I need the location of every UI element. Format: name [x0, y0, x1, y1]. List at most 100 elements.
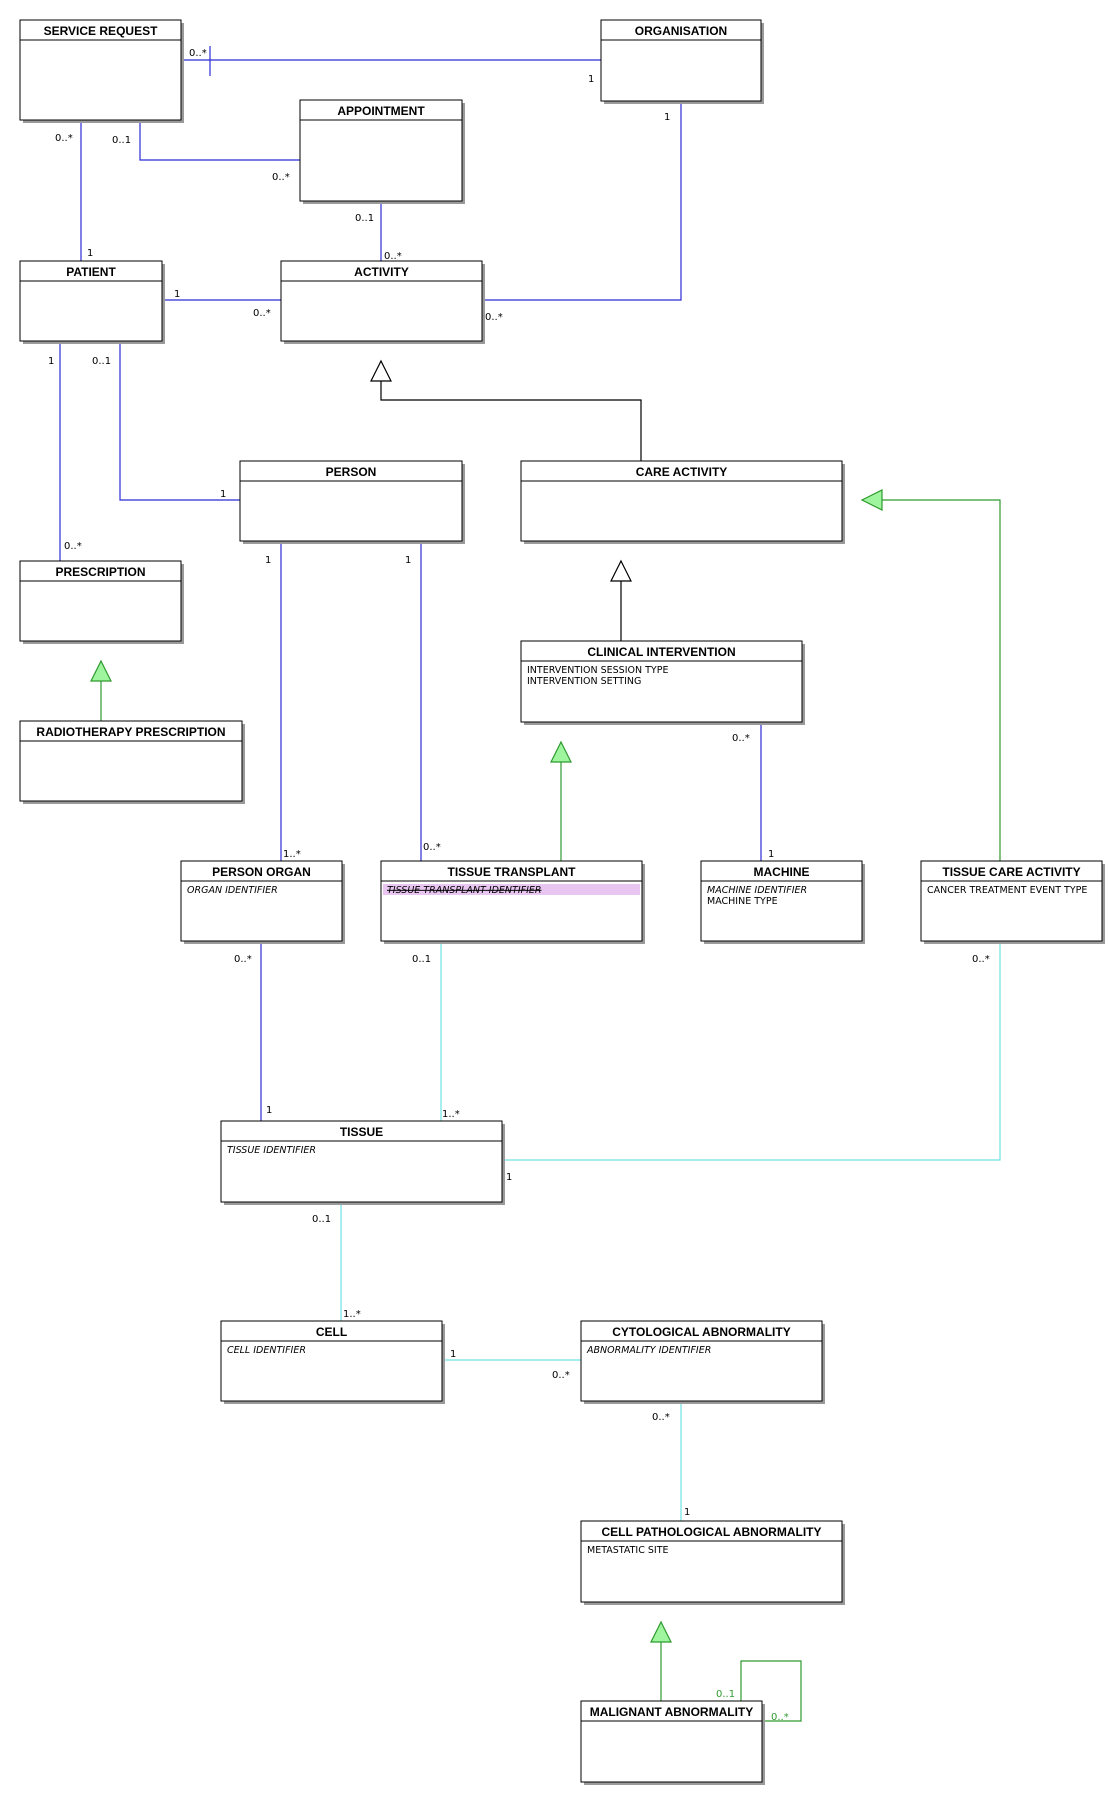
connector-service_request-appointment: [139, 120, 300, 161]
class-cell[interactable]: CELL CELL IDENTIFIER: [220, 1320, 445, 1404]
class-box[interactable]: [520, 640, 803, 723]
class-attribute: TISSUE IDENTIFIER: [227, 1145, 316, 1156]
multiplicity-to: 0..*: [272, 172, 290, 183]
class-box[interactable]: [180, 860, 343, 942]
class-box[interactable]: [19, 560, 182, 642]
class-cytological-abnormality[interactable]: CYTOLOGICAL ABNORMALITY ABNORMALITY IDENT…: [580, 1320, 825, 1404]
class-box[interactable]: [299, 99, 463, 202]
connector-layer: [59, 46, 1001, 1722]
class-tissue-care-activity[interactable]: TISSUE CARE ACTIVITY CANCER TREATMENT EVE…: [920, 860, 1105, 944]
class-title: CYTOLOGICAL ABNORMALITY: [612, 1325, 790, 1339]
class-box[interactable]: [220, 1120, 503, 1203]
connector-line[interactable]: [502, 941, 1001, 1161]
multiplicity-to: 1..*: [283, 849, 301, 860]
multiplicity-to: 1: [768, 849, 774, 860]
connector-tissue_transplant-clinical_intervention: [550, 740, 572, 861]
connector-organisation-activity: [482, 101, 682, 301]
connector-line[interactable]: [380, 361, 642, 461]
class-box[interactable]: [19, 720, 243, 802]
multiplicity-from: 1: [664, 112, 670, 123]
multiplicity-from: 0..1: [312, 1214, 331, 1225]
class-radiotherapy-prescription[interactable]: RADIOTHERAPY PRESCRIPTION: [19, 720, 245, 804]
multiplicity-to: 0..*: [771, 1712, 789, 1723]
class-box[interactable]: [580, 1320, 823, 1402]
multiplicity-to: 1: [87, 248, 93, 259]
class-malignant-abnormality[interactable]: MALIGNANT ABNORMALITY: [580, 1700, 765, 1785]
class-title: CARE ACTIVITY: [636, 465, 728, 479]
class-attribute: TISSUE TRANSPLANT IDENTIFIER: [387, 885, 542, 896]
class-activity[interactable]: ACTIVITY: [280, 260, 485, 344]
connector-malignant_abnormality-self: [740, 1660, 802, 1722]
connector-tissue_care_activity-tissue: [502, 941, 1001, 1161]
class-clinical-intervention[interactable]: CLINICAL INTERVENTION INTERVENTION SESSIO…: [520, 640, 805, 725]
multiplicity-to: 1..*: [442, 1109, 460, 1120]
multiplicity-to: 0..*: [253, 308, 271, 319]
class-box[interactable]: [580, 1520, 843, 1603]
class-title: ACTIVITY: [354, 265, 409, 279]
multiplicity-from: 0..*: [234, 954, 252, 965]
class-title: TISSUE CARE ACTIVITY: [942, 865, 1080, 879]
generalization-arrowhead: [650, 1620, 672, 1643]
class-attribute: METASTATIC SITE: [587, 1545, 669, 1556]
class-box[interactable]: [580, 1700, 763, 1783]
multiplicity-to: 0..*: [423, 842, 441, 853]
class-box[interactable]: [600, 19, 762, 102]
multiplicity-from: 1: [405, 555, 411, 566]
class-box[interactable]: [700, 860, 863, 942]
class-title: PRESCRIPTION: [55, 565, 145, 579]
class-attribute: CELL IDENTIFIER: [227, 1345, 306, 1356]
connector-radiotherapy_prescription-prescription: [90, 659, 112, 721]
generalization-arrowhead: [90, 659, 112, 682]
generalization-arrowhead: [860, 489, 883, 511]
class-box[interactable]: [380, 860, 643, 942]
class-attribute: ORGAN IDENTIFIER: [187, 885, 278, 896]
connector-line[interactable]: [740, 1660, 802, 1722]
class-box[interactable]: [19, 260, 163, 342]
class-title: PATIENT: [66, 265, 116, 279]
connector-line[interactable]: [139, 120, 300, 161]
class-title: RADIOTHERAPY PRESCRIPTION: [36, 725, 225, 739]
class-patient[interactable]: PATIENT: [19, 260, 165, 344]
class-attribute: ABNORMALITY IDENTIFIER: [586, 1345, 711, 1356]
multiplicity-to: 0..*: [64, 541, 82, 552]
multiplicity-from: 1: [48, 356, 54, 367]
class-box[interactable]: [239, 460, 463, 542]
multiplicity-to: 0..*: [485, 312, 503, 323]
class-title: CELL: [316, 1325, 347, 1339]
class-box[interactable]: [280, 260, 483, 342]
class-appointment[interactable]: APPOINTMENT: [299, 99, 465, 204]
class-prescription[interactable]: PRESCRIPTION: [19, 560, 184, 644]
class-layer: SERVICE REQUEST ORGANISATION APPOINTMENT PA…: [19, 19, 1105, 1785]
connector-line[interactable]: [119, 341, 240, 501]
class-attribute: CANCER TREATMENT EVENT TYPE: [927, 885, 1087, 896]
class-cell-pathological-abnormality[interactable]: CELL PATHOLOGICAL ABNORMALITY METASTATIC …: [580, 1520, 845, 1605]
class-person[interactable]: PERSON: [239, 460, 465, 544]
multiplicity-to: 1: [266, 1105, 272, 1116]
class-title: CLINICAL INTERVENTION: [587, 645, 735, 659]
class-care-activity[interactable]: CARE ACTIVITY: [520, 460, 845, 544]
multiplicity-from: 0..*: [55, 133, 73, 144]
multiplicity-from: 0..*: [189, 48, 207, 59]
class-box[interactable]: [220, 1320, 443, 1402]
connector-line[interactable]: [482, 101, 682, 301]
class-attribute: INTERVENTION SESSION TYPE: [527, 665, 668, 676]
multiplicity-to: 1..*: [343, 1309, 361, 1320]
attribute-highlight: [383, 884, 640, 895]
class-box[interactable]: [19, 19, 182, 121]
connector-line[interactable]: [862, 499, 1001, 861]
class-title: ORGANISATION: [635, 24, 727, 38]
class-box[interactable]: [520, 460, 843, 542]
class-service-request[interactable]: SERVICE REQUEST: [19, 19, 184, 123]
multiplicity-to: 0..*: [384, 251, 402, 262]
class-organisation[interactable]: ORGANISATION: [600, 19, 764, 104]
class-attribute: MACHINE IDENTIFIER: [707, 885, 807, 896]
class-box[interactable]: [920, 860, 1103, 942]
class-title: CELL PATHOLOGICAL ABNORMALITY: [602, 1525, 822, 1539]
connector-care_activity-activity: [370, 359, 642, 461]
class-title: MACHINE: [754, 865, 810, 879]
